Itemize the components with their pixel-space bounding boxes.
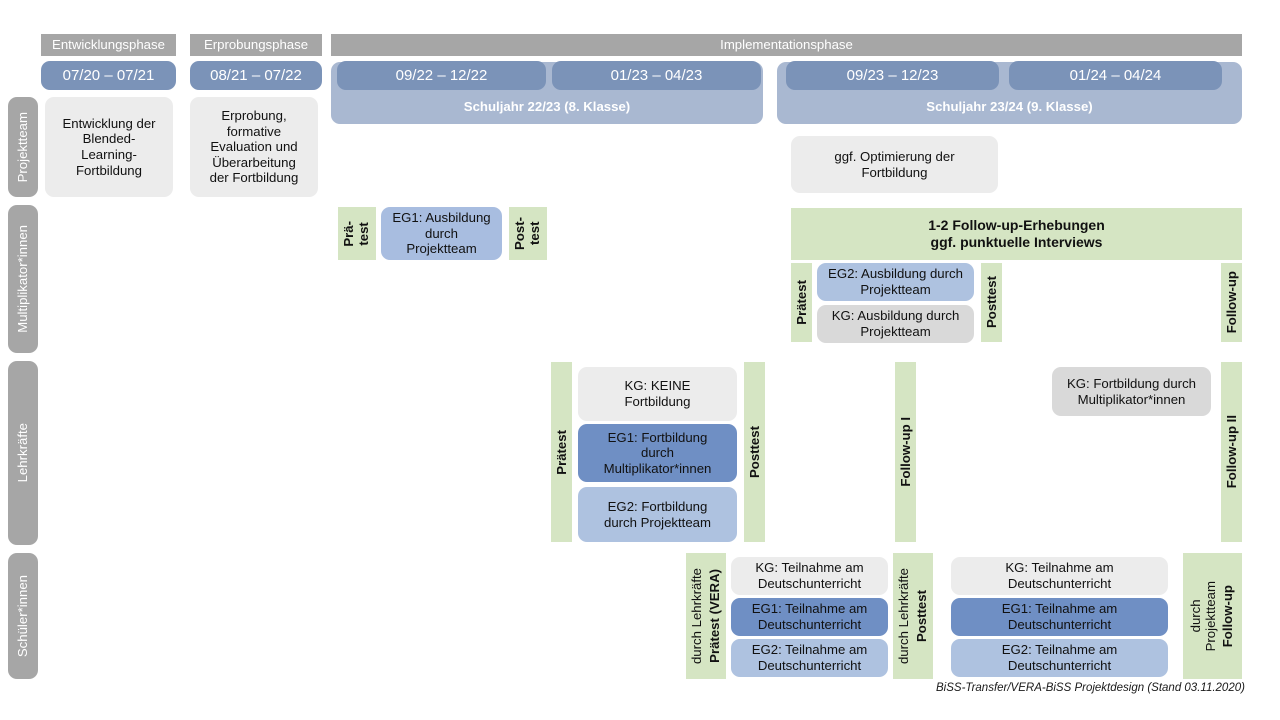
phase-header-erprobungsphase: Erprobungsphase	[190, 34, 322, 56]
row-label-multiplikator-text: Multiplikator*innen	[15, 225, 31, 333]
row-label-lehrkraefte-text: Lehrkräfte	[15, 423, 31, 483]
multiplikator-praetest-2-text: Prätest	[793, 280, 809, 325]
schueler-eg1-box-2: EG1: Teilnahme am Deutschunterricht	[951, 598, 1168, 636]
multiplikator-praetest-1-text: Prä- test	[341, 220, 371, 247]
multiplikator-followup-banner: 1-2 Follow-up-Erhebungen ggf. punktuelle…	[791, 208, 1242, 260]
lehrkraefte-followup-2-text: Follow-up II	[1223, 415, 1239, 489]
schueler-eg2-box-2: EG2: Teilnahme am Deutschunterricht	[951, 639, 1168, 677]
multiplikator-followup-label: Follow-up	[1221, 263, 1242, 342]
lehrkraefte-praetest: Prätest	[551, 362, 572, 542]
period-chip-0123-0423: 01/23 – 04/23	[552, 61, 761, 90]
lehrkraefte-followup-2: Follow-up II	[1221, 362, 1242, 542]
multiplikator-kg-box: KG: Ausbildung durch Projektteam	[817, 305, 974, 343]
projektteam-entwicklung-box: Entwicklung der Blended- Learning- Fortb…	[45, 97, 173, 197]
lehrkraefte-eg2-box: EG2: Fortbildung durch Projektteam	[578, 487, 737, 542]
lehrkraefte-praetest-text: Prätest	[553, 429, 569, 475]
multiplikator-posttest-2-text: Posttest	[983, 276, 999, 329]
multiplikator-posttest-1-text: Post- test	[512, 217, 542, 250]
schueler-followup-title: Follow-up	[1220, 584, 1236, 648]
multiplikator-eg1-box: EG1: Ausbildung durch Projektteam	[381, 207, 502, 260]
period-chip-0124-0424: 01/24 – 04/24	[1009, 61, 1222, 90]
schueler-eg2-box-1: EG2: Teilnahme am Deutschunterricht	[731, 639, 888, 677]
multiplikator-praetest-2: Prätest	[791, 263, 812, 342]
row-label-schueler: Schüler*innen	[8, 553, 38, 679]
lehrkraefte-followup-1: Follow-up I	[895, 362, 916, 542]
period-chip-0821-0722: 08/21 – 07/22	[190, 61, 322, 90]
lehrkraefte-followup-1-text: Follow-up I	[897, 417, 913, 487]
schueler-followup-sub: durch Projektteam	[1187, 580, 1218, 652]
projektteam-optimierung-box: ggf. Optimierung der Fortbildung	[791, 136, 998, 193]
schueler-kg-box-1: KG: Teilnahme am Deutschunterricht	[731, 557, 888, 595]
footer-source-note: BiSS-Transfer/VERA-BiSS Projektdesign (S…	[936, 682, 1245, 694]
row-label-projektteam-text: Projektteam	[15, 111, 31, 183]
multiplikator-followup-text: Follow-up	[1223, 271, 1239, 334]
lehrkraefte-posttest: Posttest	[744, 362, 765, 542]
multiplikator-praetest-1: Prä- test	[338, 207, 376, 260]
schueler-posttest-sub: durch Lehrkräfte	[895, 567, 911, 665]
projektteam-erprobung-box: Erprobung, formative Evaluation und Über…	[190, 97, 318, 197]
schueler-eg1-box-1: EG1: Teilnahme am Deutschunterricht	[731, 598, 888, 636]
row-label-schueler-text: Schüler*innen	[15, 574, 31, 658]
lehrkraefte-eg1-box: EG1: Fortbildung durch Multiplikator*inn…	[578, 424, 737, 482]
lehrkraefte-kg-fortbildung-box: KG: Fortbildung durch Multiplikator*inne…	[1052, 367, 1211, 416]
schueler-praetest-sub: durch Lehrkräfte	[688, 567, 704, 665]
schueler-praetest-vera: Prätest (VERA) durch Lehrkräfte	[686, 553, 726, 679]
row-label-projektteam: Projektteam	[8, 97, 38, 197]
schueler-followup: Follow-up durch Projektteam	[1183, 553, 1242, 679]
schueler-praetest-title: Prätest (VERA)	[706, 569, 722, 663]
schueler-posttest-title: Posttest	[913, 589, 929, 643]
phase-header-implementationsphase: Implementationsphase	[331, 34, 1242, 56]
lehrkraefte-posttest-text: Posttest	[746, 425, 762, 479]
schueler-kg-box-2: KG: Teilnahme am Deutschunterricht	[951, 557, 1168, 595]
period-chip-0922-1222: 09/22 – 12/22	[337, 61, 546, 90]
phase-header-entwicklungsphase: Entwicklungsphase	[41, 34, 176, 56]
schueler-posttest: Posttest durch Lehrkräfte	[893, 553, 933, 679]
row-label-lehrkraefte: Lehrkräfte	[8, 361, 38, 545]
period-chip-0720-0721: 07/20 – 07/21	[41, 61, 176, 90]
period-chip-0923-1223: 09/23 – 12/23	[786, 61, 999, 90]
lehrkraefte-kg-keine-box: KG: KEINE Fortbildung	[578, 367, 737, 421]
multiplikator-posttest-1: Post- test	[509, 207, 547, 260]
row-label-multiplikator: Multiplikator*innen	[8, 205, 38, 353]
multiplikator-eg2-box: EG2: Ausbildung durch Projektteam	[817, 263, 974, 301]
multiplikator-posttest-2: Posttest	[981, 263, 1002, 342]
